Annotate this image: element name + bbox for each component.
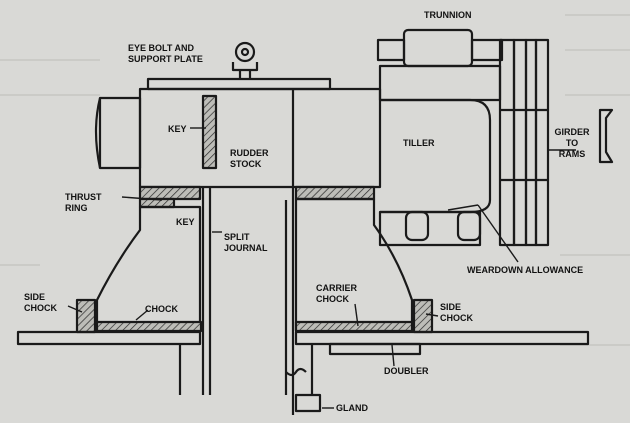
label-rudder-stock-line2: STOCK (230, 159, 262, 169)
label-split-journal-line1: SPLIT (224, 232, 250, 242)
label-girder-line3: RAMS (558, 149, 586, 159)
label-carrier-chock-line2: CHOCK (316, 294, 349, 304)
thrust-ring-left (138, 185, 202, 201)
label-thrust-ring-line2: RING (65, 203, 88, 213)
label-trunnion: TRUNNION (424, 10, 472, 20)
tiller-boss (138, 87, 382, 189)
chock-left (95, 320, 203, 333)
carrier-chock (294, 320, 414, 333)
label-eye-bolt-line2: SUPPORT PLATE (128, 54, 203, 64)
side-chock-right (412, 298, 434, 334)
side-chock-left (75, 298, 97, 334)
label-side-chock-left-line2: CHOCK (24, 303, 57, 313)
gland (285, 367, 322, 413)
label-girder-line2: TO (565, 138, 579, 148)
label-carrier-chock-line1: CARRIER (316, 283, 358, 293)
eye-bolt (231, 41, 259, 79)
tiller-left-arm (98, 96, 142, 170)
label-tiller: TILLER (403, 138, 435, 148)
ram-pin (598, 108, 614, 164)
label-key-upper: KEY (168, 124, 187, 134)
doubler (328, 342, 422, 356)
background-lines (0, 14, 630, 346)
thrust-ring-right (294, 185, 376, 201)
leader-lines (67, 127, 576, 409)
support-plate (146, 77, 332, 91)
label-eye-bolt-line1: EYE BOLT AND (128, 43, 195, 53)
deck-right (294, 330, 590, 346)
girder-plates (498, 38, 550, 247)
label-key-lower: KEY (176, 217, 195, 227)
label-split-journal-line2: JOURNAL (224, 243, 268, 253)
rudder-stock (201, 89, 295, 415)
label-side-chock-left-line1: SIDE (24, 292, 46, 302)
trunnion (376, 28, 504, 247)
label-side-chock-right-line1: SIDE (440, 302, 462, 312)
carrier-cone-right (294, 197, 414, 332)
key-upper (201, 94, 218, 170)
label-girder-line1: GIRDER (554, 127, 590, 137)
tiller-arm (380, 98, 492, 214)
label-weardown-allowance: WEARDOWN ALLOWANCE (467, 265, 584, 275)
label-rudder-stock-line1: RUDDER (230, 148, 269, 158)
deck-left (16, 330, 202, 346)
label-side-chock-right-line2: CHOCK (440, 313, 473, 323)
label-gland: GLAND (336, 403, 368, 413)
label-doubler: DOUBLER (384, 366, 429, 376)
label-chock: CHOCK (145, 304, 178, 314)
label-thrust-ring-line1: THRUST (65, 192, 102, 202)
